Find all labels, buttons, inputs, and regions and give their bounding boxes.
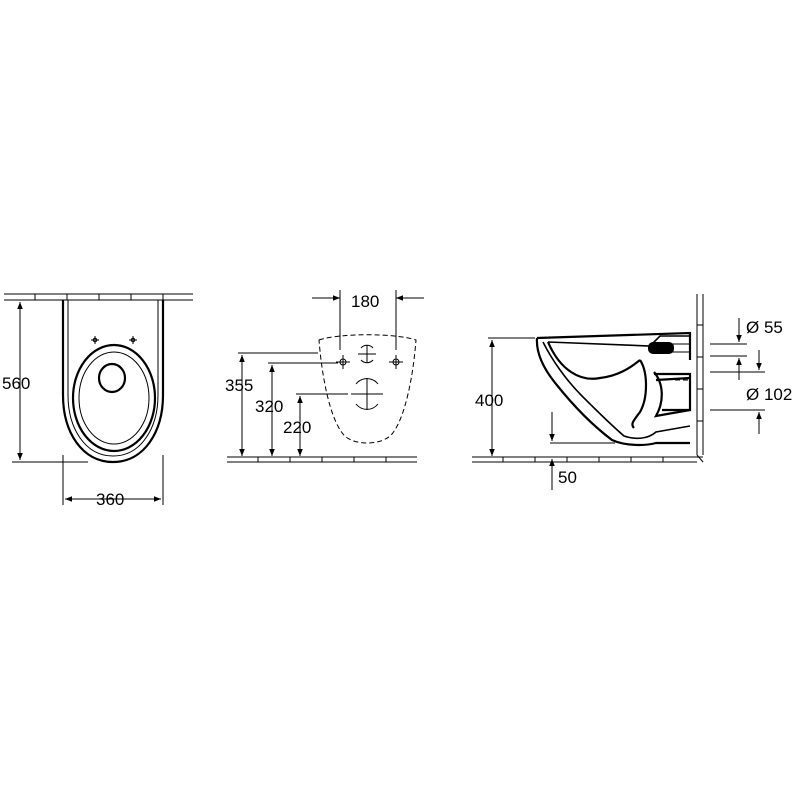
side-view-rim bbox=[547, 335, 690, 347]
dimension-180-label: 180 bbox=[351, 292, 379, 311]
wall-fixing-mark-upper-left bbox=[336, 355, 350, 369]
side-view-wall bbox=[696, 294, 704, 455]
dimension-355-label: 355 bbox=[225, 376, 253, 395]
top-view-seat-inner bbox=[78, 351, 150, 445]
dimension-220: 220 bbox=[283, 393, 348, 456]
top-view-seat-outer bbox=[71, 343, 157, 453]
side-view: 400 50 Ø 55 Ø 102 bbox=[472, 294, 792, 490]
dimension-180: 180 bbox=[312, 290, 424, 350]
dimension-d55: Ø 55 bbox=[710, 318, 783, 380]
wall-view: 180 355 320 220 bbox=[225, 290, 424, 463]
wall-fixing-mark-upper-right bbox=[389, 355, 403, 369]
seat-hinge-mark-left bbox=[91, 336, 99, 344]
dimension-220-label: 220 bbox=[283, 418, 311, 437]
dimension-d102: Ø 102 bbox=[710, 350, 792, 434]
side-view-trap bbox=[631, 359, 691, 429]
dimension-560: 560 bbox=[2, 302, 88, 463]
top-view-bowl-outer bbox=[61, 300, 165, 464]
dimension-355: 355 bbox=[225, 352, 318, 456]
dimension-360: 360 bbox=[62, 455, 164, 509]
dimension-320: 320 bbox=[255, 362, 338, 456]
dimension-50-label: 50 bbox=[558, 468, 577, 487]
dimension-50: 50 bbox=[549, 412, 615, 490]
dimension-d55-label: Ø 55 bbox=[746, 318, 783, 337]
flush-inlet bbox=[648, 342, 691, 354]
top-view: 560 360 bbox=[2, 293, 193, 509]
dimension-320-label: 320 bbox=[255, 397, 283, 416]
dimension-360-label: 360 bbox=[96, 490, 124, 509]
waste-outlet bbox=[654, 372, 692, 412]
side-view-bowl-interior bbox=[546, 341, 641, 380]
dimension-400-label: 400 bbox=[475, 391, 503, 410]
seat-hinge-mark-right bbox=[129, 336, 137, 344]
side-view-floor bbox=[472, 454, 704, 463]
wall-view-pan-outline bbox=[318, 334, 417, 444]
dimension-560-label: 560 bbox=[2, 374, 30, 393]
wall-outlet-mark bbox=[351, 378, 383, 410]
wall-fixing-mark-upper-center bbox=[358, 344, 376, 364]
top-view-wall bbox=[4, 293, 193, 301]
top-view-flush-opening bbox=[97, 362, 127, 394]
wall-view-floor bbox=[227, 456, 417, 463]
dimension-400: 400 bbox=[475, 337, 535, 456]
side-view-pan-inner bbox=[542, 341, 691, 440]
dimension-d102-label: Ø 102 bbox=[746, 385, 792, 404]
top-view-bowl-inner bbox=[67, 300, 159, 457]
